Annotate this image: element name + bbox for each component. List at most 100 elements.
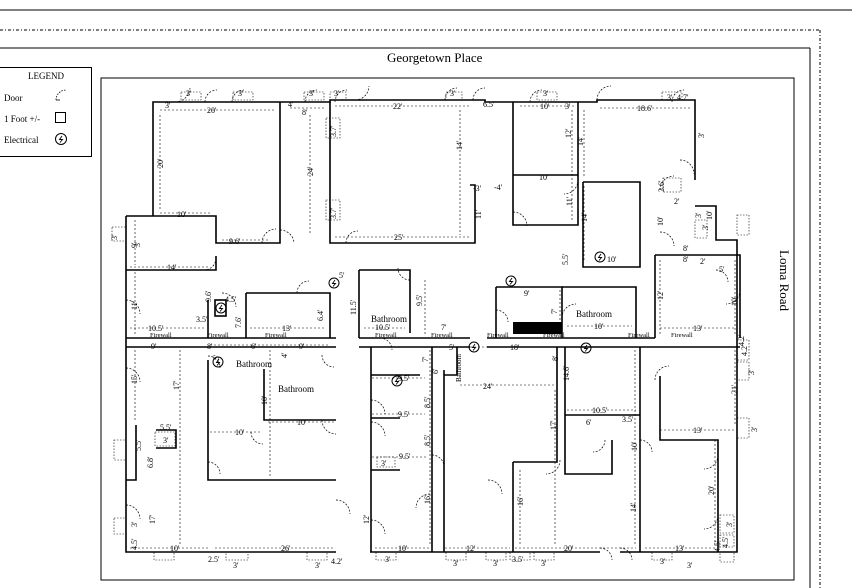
firewall-label: Firewall — [375, 332, 397, 339]
dimension-label: 16' — [423, 494, 432, 504]
dimension-label: 16' — [516, 496, 525, 506]
legend-title: LEGEND — [28, 71, 64, 81]
dimension-label: 4' — [288, 100, 294, 109]
dimension-label: 20' — [707, 485, 716, 495]
dimension-label: 20' — [564, 544, 574, 553]
dimension-label: 10.5' — [592, 406, 608, 415]
dimension-label: 3.6' — [657, 180, 666, 192]
dimension-label: 10' — [705, 210, 714, 220]
firewall-label: Firewall — [207, 332, 229, 339]
dimension-label: 7' — [421, 356, 430, 362]
dimension-label: 3' — [334, 89, 340, 98]
dimension-label: 3' — [660, 557, 666, 566]
dimension-label: 9.5' — [398, 410, 410, 419]
dimension-label: 3' — [725, 521, 734, 527]
building-walls — [125, 99, 741, 553]
dimension-label: 14' — [167, 263, 177, 272]
dimension-labels: 3' 3' 3' 3' 3' 3' 3' 4.7' 20' 4' 8' 22' … — [110, 89, 759, 570]
dimension-label: 13' — [675, 544, 685, 553]
dimension-label: 6' — [251, 342, 257, 351]
electrical-icon — [391, 375, 403, 387]
dimension-label: 10' — [170, 544, 180, 553]
dimension-label: 6.8' — [146, 456, 155, 468]
electrical-icon — [468, 341, 480, 353]
dimension-label: 24' — [306, 166, 315, 176]
door-openings — [111, 91, 750, 563]
dimension-label: 20' — [207, 106, 217, 115]
dimension-label: 11' — [565, 196, 574, 206]
dimension-label: 13' — [282, 324, 292, 333]
dimension-label: 5.5' — [561, 253, 570, 265]
dimension-label: 4.5' — [225, 295, 237, 304]
dimension-label: 5' — [449, 343, 455, 352]
dimension-label: 10' — [177, 210, 187, 219]
dimension-label: 25' — [394, 233, 404, 242]
dimension-label: 9.6' — [229, 237, 241, 246]
firewall-label: Firewall — [628, 332, 650, 339]
dimension-label: 10' — [297, 418, 307, 427]
dimension-label: 3' — [165, 101, 171, 110]
dimension-label: 3' — [701, 224, 710, 230]
dimension-label: 7.6' — [234, 316, 243, 328]
dimension-label: 3.5' — [196, 315, 208, 324]
dimension-label: 8.5' — [423, 434, 432, 446]
dimension-label: 11.5' — [349, 299, 358, 315]
dimension-label: 17' — [549, 420, 558, 430]
dimension-label: 10.5' — [375, 323, 391, 332]
dimension-label: 3' — [750, 426, 759, 432]
dimension-label: 3' — [565, 102, 571, 111]
firewall-label: Firewall — [265, 332, 287, 339]
dimension-label: 4' — [280, 352, 289, 358]
dimension-label: -4' — [494, 183, 503, 192]
dimension-label: 3.5' — [622, 415, 634, 424]
electrical-icon — [505, 275, 517, 287]
dimension-label: 14.6' — [562, 365, 571, 381]
dimension-label: 20' — [156, 158, 165, 168]
dimension-label: 4.2' — [331, 557, 343, 566]
dimension-label: 7' — [550, 308, 559, 314]
street-name-right: Loma Road — [777, 250, 792, 312]
dimension-label: 3.7' — [329, 125, 338, 137]
dimension-label: 4.5' — [713, 540, 722, 552]
dimension-label: 6.4' — [316, 309, 325, 321]
dimension-label: 17' — [148, 514, 157, 524]
dimension-label: 10' — [539, 173, 549, 182]
dimension-label: 11' — [130, 300, 139, 310]
room-label-bathroom: Bathroom — [455, 353, 463, 382]
dimension-label: 14' — [629, 502, 638, 512]
room-label-bathroom: Bathroom — [236, 359, 272, 369]
dimension-label: 3' — [453, 559, 459, 568]
dimension-label: 7' — [441, 323, 447, 332]
dimension-label: 11' — [474, 209, 483, 219]
property-line — [0, 29, 821, 588]
dimension-label: 8' — [551, 355, 560, 361]
dimension-label: 9.5' — [415, 294, 424, 306]
dimension-label: 9' — [151, 342, 157, 351]
dimension-label: 10' — [260, 395, 269, 405]
dimension-label: 3' — [186, 89, 192, 98]
dimension-label: 10' — [656, 216, 665, 226]
dimension-label: 3' — [381, 459, 387, 468]
dimension-label: 4.5' — [721, 536, 730, 548]
dimension-label: 6' — [431, 368, 440, 374]
dimension-label: 9' — [299, 342, 305, 351]
dimension-label: 2' — [700, 257, 706, 266]
dimension-label: 10' — [730, 296, 739, 306]
firewall-label: Firewall — [431, 332, 453, 339]
dimension-label: 10' — [235, 428, 245, 437]
dimension-label: 24' — [483, 382, 493, 391]
dimension-label: 3' — [493, 559, 499, 568]
dimension-label: 14' — [576, 136, 585, 146]
dimension-label: 3' — [687, 561, 693, 570]
dimension-label: 10' — [607, 255, 617, 264]
dimension-label: 6.5' — [483, 100, 495, 109]
dimension-label: 3' — [130, 521, 139, 527]
dimension-label: 4.2' — [740, 344, 749, 356]
room-label-bathroom: Bathroom — [278, 384, 314, 394]
electrical-icon — [215, 302, 227, 314]
dimension-label: 9.5' — [399, 452, 411, 461]
square-icon — [55, 112, 66, 123]
page-top-border — [0, 0, 852, 11]
legend-item-label: Door — [4, 93, 23, 103]
dimension-label: 4.5' — [130, 538, 139, 550]
